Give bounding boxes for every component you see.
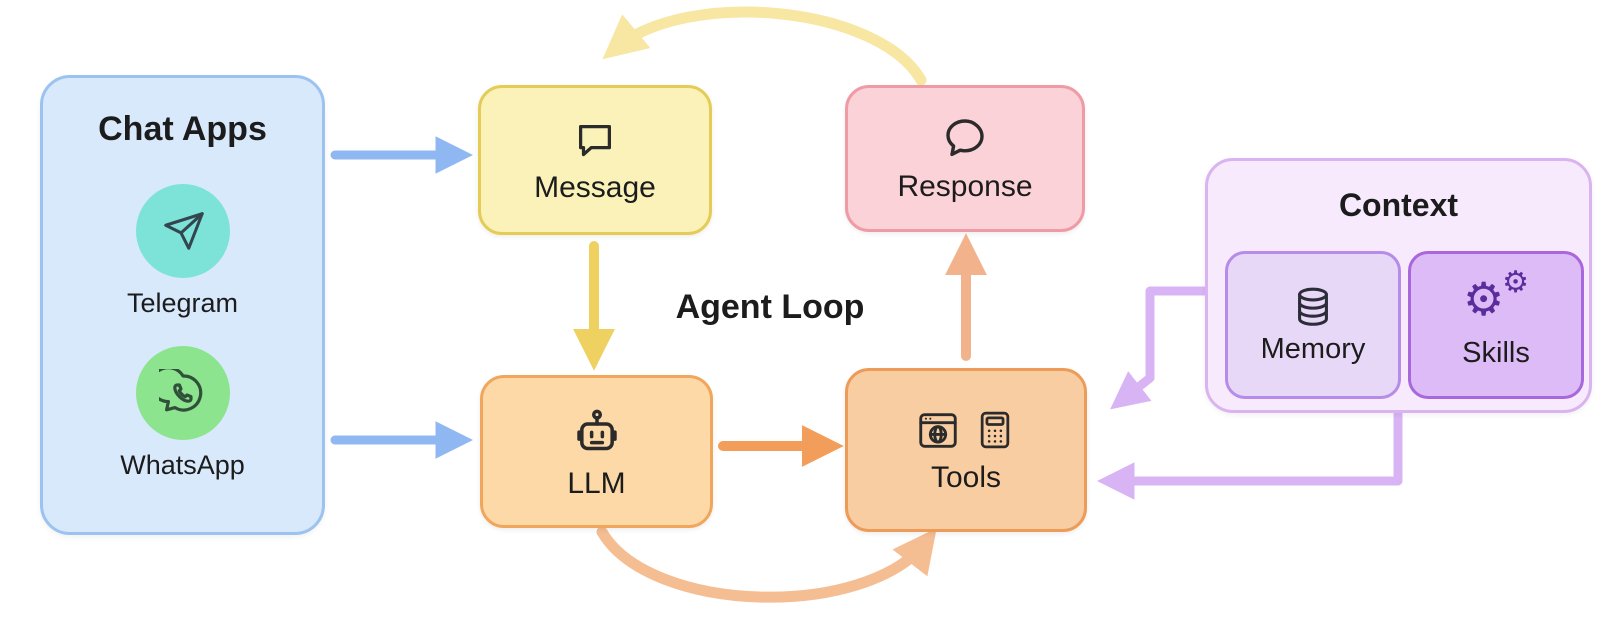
context-title: Context (1338, 187, 1459, 223)
arrow-response-to-message-curve (602, 6, 927, 86)
database-icon (1290, 284, 1336, 330)
arrow-context-to-tools-upper (1110, 286, 1210, 410)
square-speech-bubble-icon (572, 117, 618, 163)
browser-globe-icon (915, 407, 961, 453)
gear-icon: ⚙ (1463, 273, 1505, 326)
tools-label: Tools (930, 460, 1002, 494)
response-label: Response (897, 170, 1033, 203)
message-node: Message (478, 85, 712, 235)
skills-label: Skills (1462, 337, 1530, 370)
whatsapp-icon (159, 369, 207, 417)
telegram-icon (160, 208, 206, 254)
whatsapp-badge (136, 346, 230, 440)
llm-label: LLM (567, 467, 626, 500)
llm-node: LLM (480, 375, 713, 528)
context-panel: Context Memory ⚙ ⚙ Skills (1205, 158, 1592, 413)
calculator-icon (973, 408, 1017, 452)
round-speech-bubble-icon (941, 114, 989, 162)
robot-icon (569, 403, 625, 459)
response-node: Response (845, 85, 1085, 232)
memory-node: Memory (1225, 251, 1401, 399)
tools-node: Tools (845, 368, 1087, 532)
telegram-badge (136, 184, 230, 278)
chat-apps-panel: Chat Apps Telegram WhatsApp (40, 75, 325, 535)
memory-label: Memory (1260, 333, 1366, 366)
chat-apps-title: Chat Apps (98, 110, 267, 148)
arrow-llm-to-tools-curve (596, 526, 937, 603)
gear-icon: ⚙ (1502, 266, 1529, 300)
gears-icon: ⚙ ⚙ (1463, 268, 1529, 334)
skills-node: ⚙ ⚙ Skills (1408, 251, 1584, 399)
tools-icons (915, 407, 1017, 453)
message-label: Message (534, 170, 656, 204)
arrow-context-to-tools-lower (1096, 409, 1403, 500)
whatsapp-label: WhatsApp (120, 450, 245, 480)
agent-loop-title: Agent Loop (675, 288, 865, 326)
telegram-label: Telegram (126, 288, 239, 318)
